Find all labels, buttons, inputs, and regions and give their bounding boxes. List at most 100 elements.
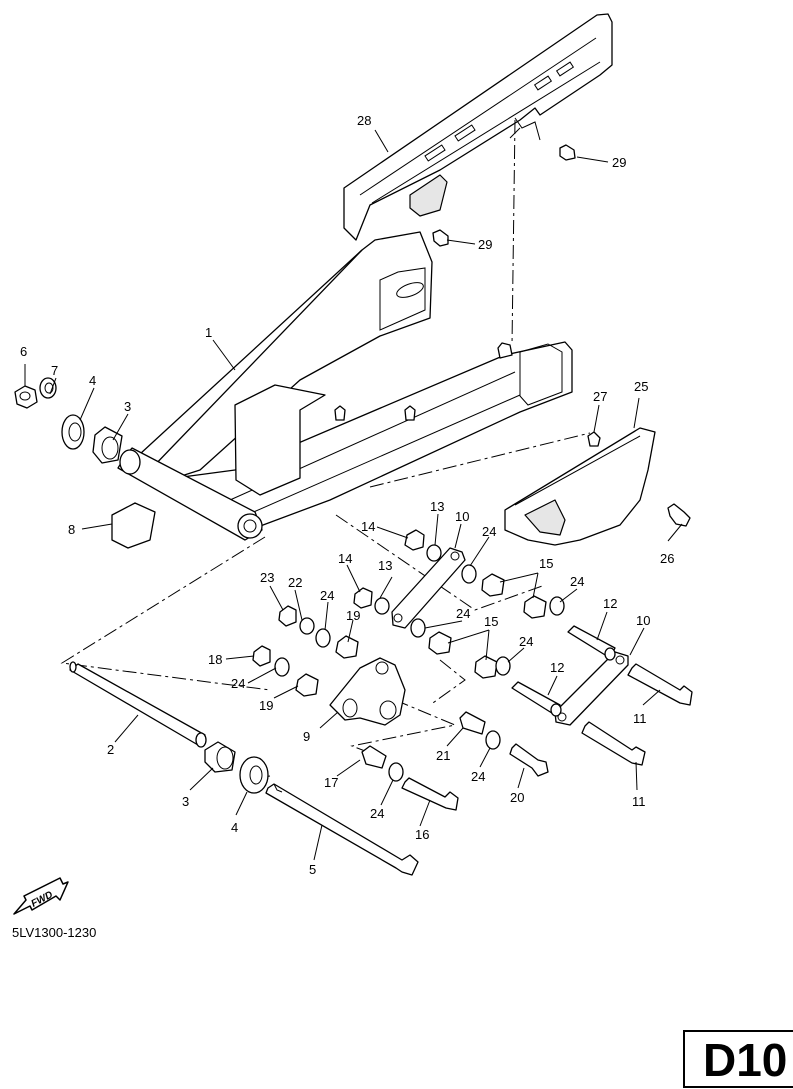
bearing-15c-part <box>428 631 452 655</box>
bearing-19a-part <box>335 635 359 659</box>
callout-9: 9 <box>303 729 310 744</box>
swingarm-part <box>139 231 573 529</box>
callout-17: 17 <box>324 775 338 790</box>
callout-20: 20 <box>510 790 524 805</box>
callout-23: 23 <box>260 570 274 585</box>
callout-3b: 3 <box>182 794 189 809</box>
callout-14b: 14 <box>338 551 352 566</box>
callout-24a: 24 <box>482 524 496 539</box>
washer-13b-part <box>374 597 390 615</box>
callout-6: 6 <box>20 344 27 359</box>
seal-4-part <box>61 414 85 450</box>
washer-22-part <box>299 617 315 635</box>
callout-24d: 24 <box>456 606 470 621</box>
drawing-code: 5LV1300-1230 <box>12 925 97 940</box>
callout-8: 8 <box>68 522 75 537</box>
bolt-16-part <box>401 777 459 811</box>
callout-7: 7 <box>51 363 58 378</box>
page-number-box: D10 <box>683 1030 793 1088</box>
relay-arm-9-part <box>329 657 406 726</box>
callout-22: 22 <box>288 575 302 590</box>
callout-25: 25 <box>634 379 648 394</box>
cover-8-part <box>111 502 156 549</box>
connecting-rod-10a-part <box>391 547 466 629</box>
callout-12a: 12 <box>603 596 617 611</box>
bearing-19b-part <box>295 673 319 697</box>
callout-10a: 10 <box>455 509 469 524</box>
callout-4b: 4 <box>231 820 238 835</box>
page-label: D10 <box>703 1034 788 1086</box>
callout-13b: 13 <box>378 558 392 573</box>
nut-14b-part <box>353 587 373 609</box>
callout-24g: 24 <box>471 769 485 784</box>
pivot-tube-part <box>117 447 263 541</box>
callout-4a: 4 <box>89 373 96 388</box>
exploded-parts-diagram: 1 2 3 3 4 4 5 6 7 8 9 10 10 11 11 12 12 … <box>14 13 693 877</box>
callout-11a: 11 <box>633 711 647 726</box>
nut-14a-part <box>404 529 425 551</box>
callout-24h: 24 <box>370 806 384 821</box>
collar-17-part <box>361 745 387 769</box>
washer-24e-part <box>274 657 290 677</box>
collar-2-part <box>69 661 207 748</box>
pivot-shaft-5-part <box>265 783 419 876</box>
bearing-15a-part <box>481 573 505 597</box>
callout-19b: 19 <box>259 698 273 713</box>
collar-21-part <box>459 711 486 735</box>
callout-19a: 19 <box>346 608 360 623</box>
callout-1: 1 <box>205 325 212 340</box>
washer-24g-part <box>485 730 501 750</box>
bolt-20-part <box>509 743 549 777</box>
bearing-15d-part <box>474 655 498 679</box>
callout-21: 21 <box>436 748 450 763</box>
nut-23-part <box>278 605 297 627</box>
bolt-29b-part <box>432 229 449 247</box>
callout-24e: 24 <box>231 676 245 691</box>
callout-29b: 29 <box>478 237 492 252</box>
chain-guard-part <box>343 13 613 241</box>
callout-10b: 10 <box>636 613 650 628</box>
callout-24c: 24 <box>320 588 334 603</box>
collar-12b-part <box>511 681 562 717</box>
callout-labels: 1 2 3 3 4 4 5 6 7 8 9 10 10 11 11 12 12 … <box>20 113 674 877</box>
callout-3a: 3 <box>124 399 131 414</box>
washer-24h-part <box>388 762 404 782</box>
collar-27-part <box>587 431 601 447</box>
callout-2: 2 <box>107 742 114 757</box>
connecting-rod-10b-part <box>554 651 629 726</box>
forward-arrow-icon: FWD <box>13 877 69 915</box>
callout-13a: 13 <box>430 499 444 514</box>
washer-13a-part <box>426 544 442 562</box>
nut-6-part <box>14 385 38 409</box>
washer-7-part <box>39 377 57 399</box>
bolt-11b-part <box>581 721 646 766</box>
callout-15a: 15 <box>539 556 553 571</box>
callout-11b: 11 <box>632 794 646 809</box>
washer-24f-part <box>495 656 511 676</box>
bearing-15b-part <box>523 595 547 619</box>
bolt-29a-part <box>559 144 576 161</box>
callout-18: 18 <box>208 652 222 667</box>
callout-15b: 15 <box>484 614 498 629</box>
callout-5: 5 <box>309 862 316 877</box>
nut-18-part <box>252 645 271 667</box>
washer-24b-part <box>549 596 565 616</box>
callout-24b: 24 <box>570 574 584 589</box>
callout-27: 27 <box>593 389 607 404</box>
callout-29a: 29 <box>612 155 626 170</box>
leader-lines <box>24 129 683 861</box>
callout-28: 28 <box>357 113 371 128</box>
chain-guide-part <box>504 427 656 546</box>
washer-24d-part <box>410 618 426 638</box>
callout-14a: 14 <box>361 519 375 534</box>
callout-12b: 12 <box>550 660 564 675</box>
collar-12a-part <box>567 625 616 661</box>
washer-24a-part <box>461 564 477 584</box>
seal-4b-part <box>239 756 269 794</box>
callout-26: 26 <box>660 551 674 566</box>
bolt-26-part <box>667 503 691 527</box>
bearing-3b-part <box>204 741 236 773</box>
bolt-11a-part <box>627 663 693 706</box>
washer-24c-part <box>315 628 331 648</box>
callout-24f: 24 <box>519 634 533 649</box>
